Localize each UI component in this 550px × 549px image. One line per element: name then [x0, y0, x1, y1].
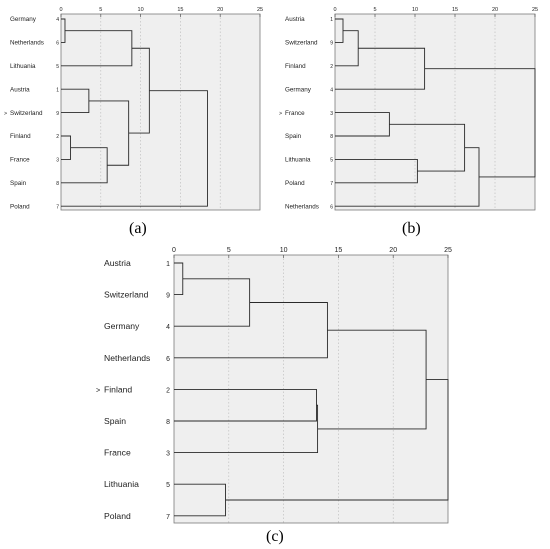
leaf-label: Lithuania [104, 479, 139, 489]
plot-area [60, 13, 261, 211]
leaf-label: Lithuania [10, 63, 36, 70]
panel-label-c: (c) [266, 528, 284, 545]
dendrogram-link [225, 379, 449, 501]
selected-leaf-marker: > [4, 111, 7, 117]
leaf-label: Austria [10, 86, 30, 93]
leaf-id: 8 [166, 419, 170, 426]
leaf-id: 6 [56, 41, 59, 47]
leaf-label: France [285, 110, 305, 117]
x-tick-label: 10 [280, 247, 288, 254]
leaf-id: 1 [166, 261, 170, 268]
panel-label-a: (a) [129, 220, 147, 237]
leaf-id: 4 [56, 17, 59, 23]
plot-area [334, 13, 536, 211]
leaf-id: 5 [56, 64, 59, 70]
dendrogram-link [61, 90, 208, 207]
leaf-id: 9 [166, 293, 170, 300]
leaf-label: Finland [10, 133, 31, 140]
leaf-id: 8 [330, 134, 333, 140]
leaf-label: Spain [285, 133, 302, 140]
leaf-label: Austria [104, 258, 131, 268]
leaf-id: 5 [330, 158, 333, 164]
leaf-id: 2 [56, 134, 59, 140]
leaf-id: 1 [56, 87, 59, 93]
x-tick-label: 25 [444, 247, 452, 254]
leaf-label: Switzerland [10, 110, 43, 117]
leaf-id: 9 [330, 41, 333, 47]
leaf-id: 3 [166, 451, 170, 458]
leaf-label: Poland [104, 511, 131, 521]
leaf-id: 5 [166, 482, 170, 489]
x-tick-label: 10 [412, 7, 418, 13]
x-tick-label: 5 [99, 7, 102, 13]
leaf-label: France [104, 448, 131, 458]
x-tick-label: 0 [172, 247, 176, 254]
x-tick-label: 10 [138, 7, 144, 13]
leaf-id: 4 [330, 87, 333, 93]
x-tick-label: 15 [335, 247, 343, 254]
x-tick-label: 0 [59, 7, 62, 13]
leaf-label: Germany [10, 16, 37, 23]
leaf-id: 3 [56, 158, 59, 164]
x-tick-label: 25 [257, 7, 263, 13]
leaf-id: 4 [166, 324, 170, 331]
selected-leaf-marker: > [96, 385, 100, 394]
leaf-id: 9 [56, 111, 59, 117]
leaf-id: 7 [330, 181, 333, 187]
leaf-label: Spain [10, 180, 27, 187]
leaf-label: Spain [104, 416, 126, 426]
leaf-id: 7 [166, 514, 170, 521]
selected-leaf-marker: > [279, 111, 282, 117]
leaf-label: Austria [285, 16, 305, 23]
x-tick-label: 15 [452, 7, 458, 13]
leaf-label: Netherlands [104, 353, 150, 363]
dendrogram-link [424, 68, 536, 178]
leaf-id: 6 [166, 356, 170, 363]
x-tick-label: 20 [492, 7, 498, 13]
leaf-id: 8 [56, 181, 59, 187]
leaf-id: 1 [330, 17, 333, 23]
leaf-id: 7 [56, 204, 59, 210]
leaf-id: 6 [330, 204, 333, 210]
x-tick-label: 25 [532, 7, 538, 13]
leaf-label: Finland [285, 63, 306, 70]
leaf-label: Poland [285, 180, 305, 187]
leaf-id: 2 [166, 387, 170, 394]
x-tick-label: 20 [389, 247, 397, 254]
leaf-label: Poland [10, 203, 30, 210]
panel-label-b: (b) [402, 220, 421, 237]
x-tick-label: 20 [217, 7, 223, 13]
x-tick-label: 15 [177, 7, 183, 13]
leaf-label: Germany [285, 86, 312, 93]
leaf-label: Lithuania [285, 157, 311, 164]
leaf-id: 3 [330, 111, 333, 117]
x-tick-label: 5 [373, 7, 376, 13]
leaf-id: 2 [330, 64, 333, 70]
leaf-label: Switzerland [104, 290, 149, 300]
leaf-label: Netherlands [285, 203, 319, 210]
leaf-label: Germany [104, 321, 140, 331]
leaf-label: Finland [104, 384, 132, 394]
leaf-label: France [10, 157, 30, 164]
leaf-label: Netherlands [10, 40, 44, 47]
leaf-label: Switzerland [285, 40, 318, 47]
x-tick-label: 5 [227, 247, 231, 254]
x-tick-label: 0 [333, 7, 336, 13]
